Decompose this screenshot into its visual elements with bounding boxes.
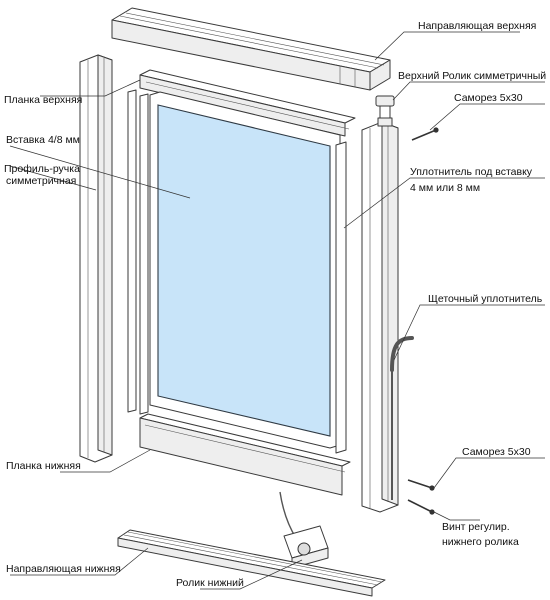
bottom-rail [117, 529, 386, 597]
label-screw-bottom: Саморез 5х30 [462, 446, 531, 458]
right-seal-strip [335, 141, 347, 454]
right-handle-profile [361, 121, 399, 513]
leader-lines [9, 31, 545, 590]
left-seal-strips [127, 89, 149, 415]
label-top-bar: Планка верхняя [4, 94, 82, 106]
adjust-screw [407, 499, 435, 515]
label-top-rail: Направляющая верхняя [418, 20, 536, 32]
label-screw-top: Саморез 5х30 [454, 92, 523, 104]
left-handle-profile [79, 54, 113, 463]
top-rail [111, 7, 391, 91]
label-adjust-screw-1: Винт регулир. [442, 521, 510, 533]
bottom-screw [407, 479, 435, 491]
label-insert-seal-2: 4 мм или 8 мм [410, 182, 480, 194]
bottom-roller [279, 491, 329, 569]
top-roller [375, 95, 395, 127]
label-insert-seal-1: Уплотнитель под вставку [410, 166, 533, 178]
label-insert: Вставка 4/8 мм [6, 134, 80, 146]
label-brush-seal: Щеточный уплотнитель [428, 293, 543, 305]
label-bottom-rail: Направляющая нижняя [6, 563, 121, 575]
brush-seal [390, 336, 414, 500]
insert-frame [149, 91, 341, 449]
label-bottom-roller: Ролик нижний [176, 577, 244, 589]
label-handle-profile-2: симметричная [6, 175, 76, 187]
label-adjust-screw-2: нижнего ролика [442, 536, 519, 548]
top-screw [411, 127, 439, 141]
label-top-roller: Верхний Ролик симметричный [398, 70, 546, 82]
top-bar [139, 69, 356, 137]
label-bottom-bar: Планка нижняя [6, 460, 81, 472]
label-handle-profile-1: Профиль-ручка [4, 163, 80, 175]
glass-insert [157, 104, 331, 437]
bottom-bar [139, 413, 351, 496]
